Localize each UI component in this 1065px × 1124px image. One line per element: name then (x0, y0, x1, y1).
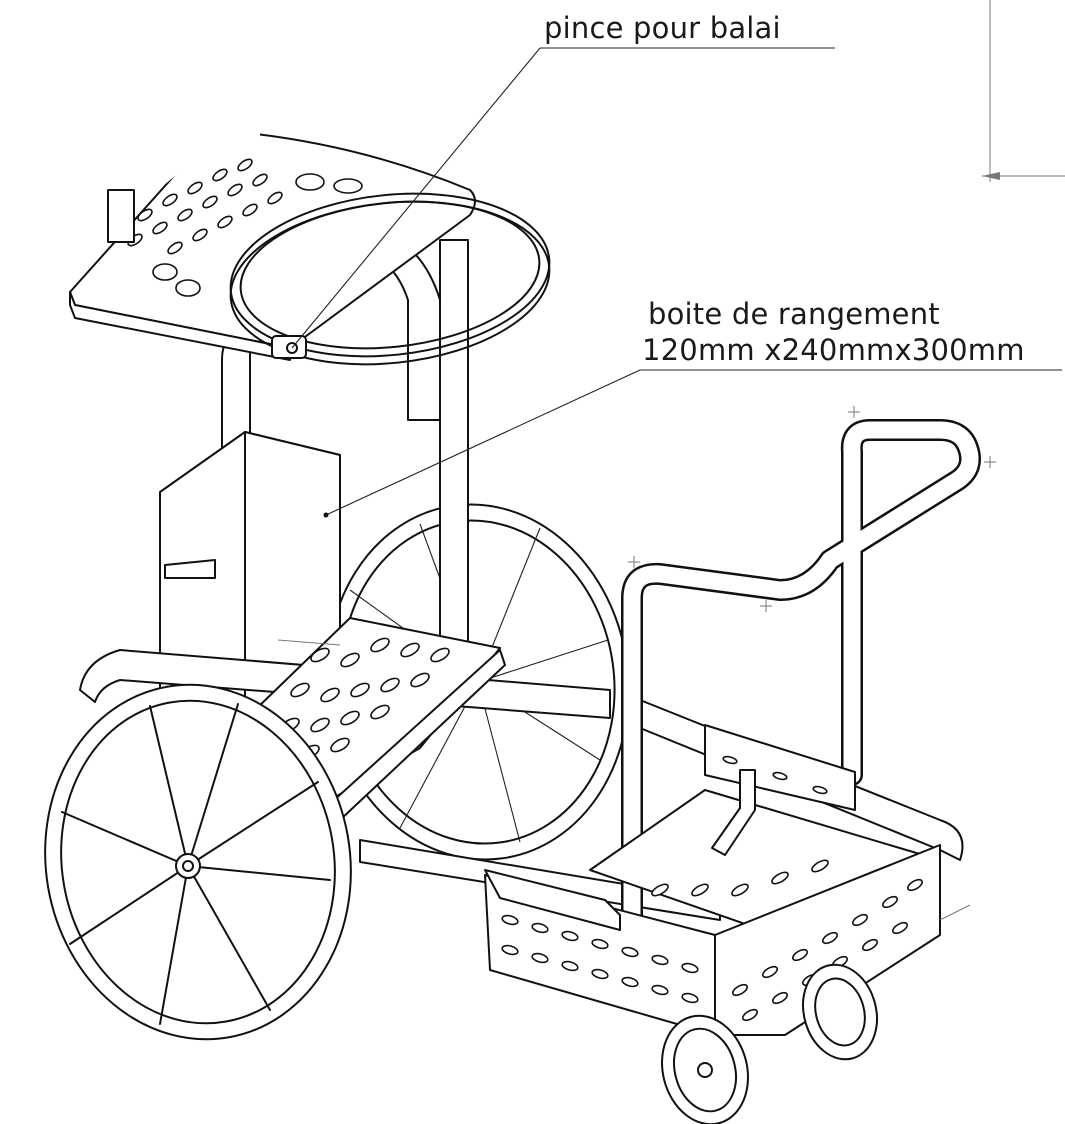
leader-broom-clip (291, 47, 835, 349)
caster-rear (802, 963, 878, 1061)
frame-post-rear (359, 224, 469, 651)
storage-box-dimensions: 120mm x240mmx300mm (642, 333, 1025, 367)
front-wheel (44, 683, 352, 1041)
dimension-line (982, 0, 1065, 182)
caster-front (661, 1014, 749, 1124)
storage-box-label: boite de rangement (648, 297, 940, 331)
middle-tray-slots (280, 637, 450, 760)
construction-marks (277, 406, 996, 921)
leader-storage-box (323, 369, 1062, 518)
broom-clip (271, 335, 307, 359)
broom-ring (229, 192, 551, 366)
push-handle (621, 419, 981, 931)
rear-basket-slots (501, 755, 924, 1022)
broom-clip-label: pince pour balai (544, 11, 781, 45)
top-tray (69, 129, 476, 361)
rear-basket (484, 724, 941, 1036)
top-handle-tube (20, 120, 260, 339)
